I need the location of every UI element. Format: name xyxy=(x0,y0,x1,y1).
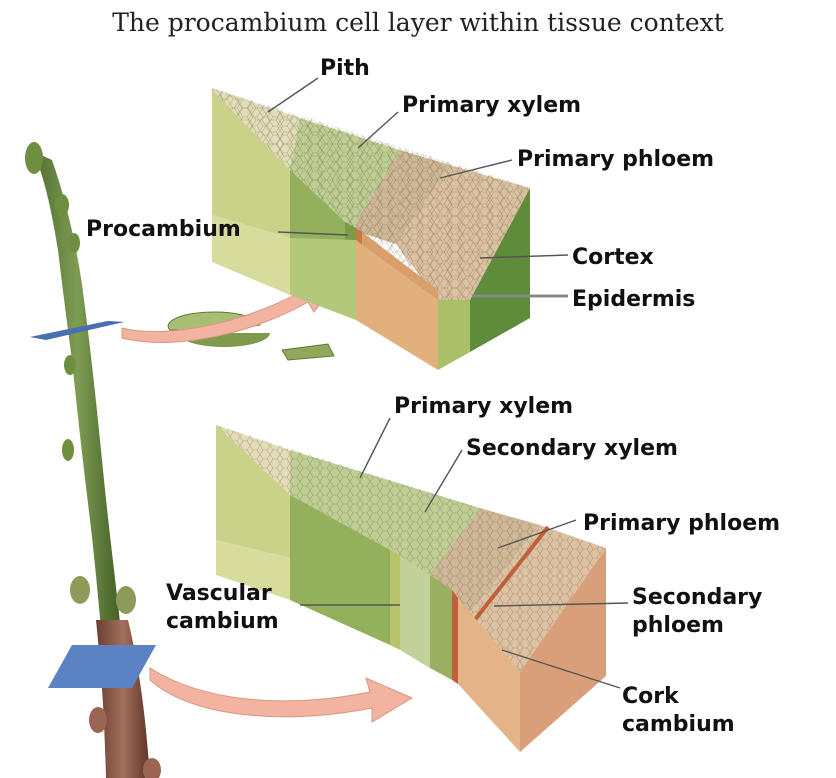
label-cortex: Cortex xyxy=(572,245,654,270)
label-primary-phloem: Primary phloem xyxy=(517,147,714,172)
bud xyxy=(55,194,69,216)
disc-slice xyxy=(282,344,334,360)
bud xyxy=(68,233,80,253)
label2-vascular: Vascular xyxy=(166,581,272,606)
leader2-primary-xylem xyxy=(360,418,390,478)
bud xyxy=(116,586,136,614)
label2-secondary-phloem: phloem xyxy=(632,613,724,638)
front2-vascular-cambium xyxy=(390,550,400,650)
label2-primary-xylem: Primary xylem xyxy=(394,394,573,419)
label-pith: Pith xyxy=(320,56,370,81)
bud xyxy=(62,439,74,461)
front2-primary-phloem xyxy=(430,575,452,680)
label2-secondary-xylem: Secondary xylem xyxy=(466,436,678,461)
label-primary-xylem: Primary xylem xyxy=(402,93,581,118)
leader-pith xyxy=(268,78,318,112)
bud xyxy=(70,576,90,604)
front2-cork-cambium xyxy=(452,590,458,684)
label2-vascular-cambium: cambium xyxy=(166,609,279,634)
bud xyxy=(64,355,76,375)
bud xyxy=(25,142,43,174)
stem-lower-bark xyxy=(96,620,150,778)
front-xylem-face xyxy=(290,238,356,320)
label2-cork: Cork xyxy=(622,684,680,709)
front2-secondary-phloem xyxy=(400,556,430,668)
lower-arrow xyxy=(150,668,412,722)
label-epidermis: Epidermis xyxy=(572,287,695,312)
primary-growth-wedge xyxy=(212,88,530,370)
label2-secondary: Secondary xyxy=(632,585,762,610)
label2-primary-phloem: Primary phloem xyxy=(583,511,780,536)
label2-cork-cambium: cambium xyxy=(622,712,735,737)
label-procambium: Procambium xyxy=(86,217,241,242)
front-epidermis-face xyxy=(438,300,470,370)
bud xyxy=(89,707,107,733)
